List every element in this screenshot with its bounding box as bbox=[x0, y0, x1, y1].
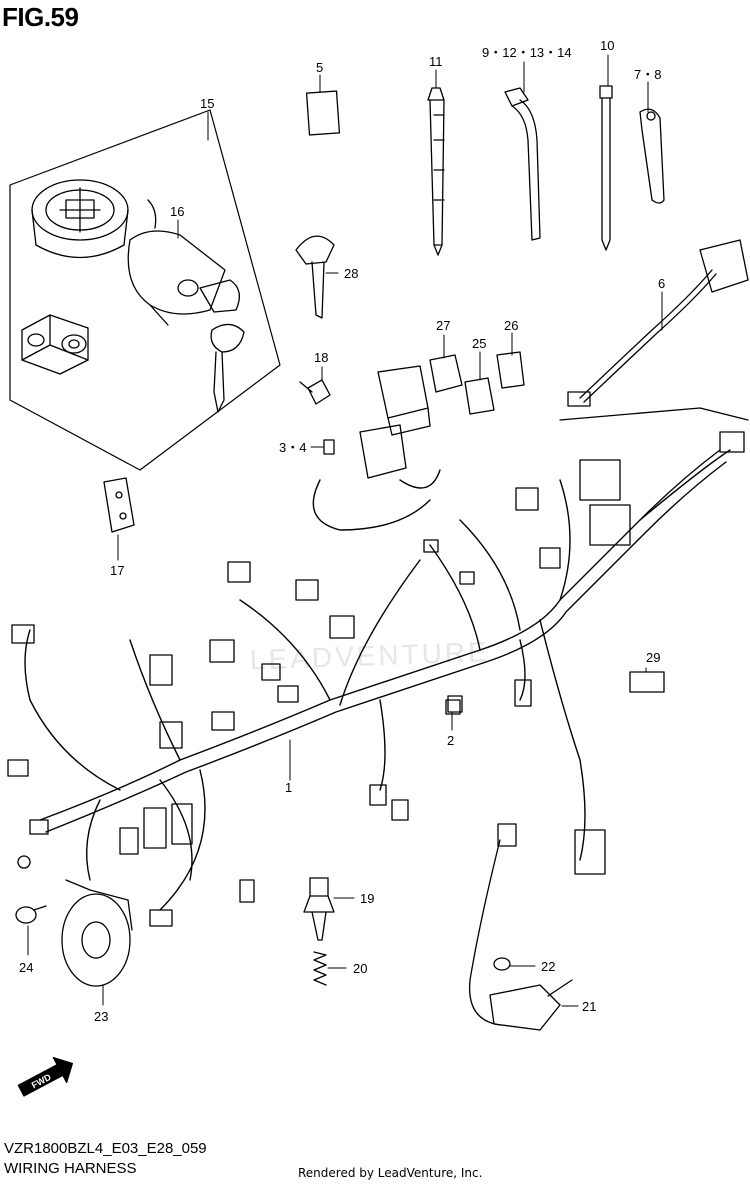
sub-harness-6 bbox=[567, 239, 749, 407]
key-28 bbox=[295, 235, 335, 319]
figure-name: WIRING HARNESS bbox=[4, 1160, 137, 1177]
callout-27: 27 bbox=[436, 318, 450, 333]
callout-19: 19 bbox=[360, 891, 374, 906]
ignition-switch-kit-box bbox=[9, 109, 281, 471]
callout-1: 1 bbox=[285, 780, 292, 795]
watermark-text: LEADVENTURE bbox=[249, 636, 490, 675]
bracket-17 bbox=[103, 477, 135, 533]
band-7-8 bbox=[639, 108, 665, 204]
rendered-by: Rendered by LeadVenture, Inc. bbox=[298, 1166, 483, 1180]
callout-16: 16 bbox=[170, 204, 184, 219]
harness-connectors bbox=[7, 431, 745, 927]
leader-lines bbox=[27, 54, 663, 1007]
callout-7-8: 7・8 bbox=[634, 67, 661, 82]
coupler-2 bbox=[445, 699, 461, 715]
callout-6: 6 bbox=[658, 276, 665, 291]
callout-15: 15 bbox=[200, 96, 214, 111]
model-code: VZR1800BZL4_E03_E28_059 bbox=[4, 1140, 207, 1157]
callout-29: 29 bbox=[646, 650, 660, 665]
sensor-21 bbox=[468, 823, 573, 1031]
label-plate bbox=[305, 90, 341, 136]
ignition-cover-ring bbox=[31, 179, 129, 259]
fuse-box bbox=[359, 365, 431, 479]
callouts: 1 2 3・4 5 6 7・8 9・12・13・14 10 11 15 16 1… bbox=[19, 38, 665, 1024]
callout-18: 18 bbox=[314, 350, 328, 365]
switch-19 bbox=[303, 877, 335, 941]
clamp-9 bbox=[504, 87, 541, 241]
callout-24: 24 bbox=[19, 960, 33, 975]
fuse bbox=[323, 439, 335, 455]
label-29 bbox=[629, 671, 665, 693]
callout-17: 17 bbox=[110, 563, 124, 578]
callout-25: 25 bbox=[472, 336, 486, 351]
spring-20 bbox=[313, 951, 327, 986]
cable-tie-10 bbox=[599, 85, 613, 251]
callout-26: 26 bbox=[504, 318, 518, 333]
relays bbox=[429, 351, 525, 415]
horn bbox=[61, 879, 133, 987]
callout-21: 21 bbox=[582, 999, 596, 1014]
fwd-arrow-icon: FWD bbox=[17, 1057, 74, 1097]
callout-9-12-13-14: 9・12・13・14 bbox=[482, 45, 572, 60]
callout-28: 28 bbox=[344, 266, 358, 281]
callout-11: 11 bbox=[429, 54, 443, 69]
divider-line bbox=[559, 407, 749, 421]
clamp-11 bbox=[427, 87, 445, 256]
lock-bracket bbox=[21, 314, 89, 375]
callout-23: 23 bbox=[94, 1009, 108, 1024]
figure-title: FIG.59 bbox=[2, 2, 79, 32]
callout-2: 2 bbox=[447, 733, 454, 748]
ignition-switch bbox=[127, 199, 245, 413]
main-harness bbox=[24, 449, 731, 911]
bolt-22 bbox=[493, 957, 511, 971]
bolt-24 bbox=[15, 905, 47, 924]
callout-22: 22 bbox=[541, 959, 555, 974]
callout-5: 5 bbox=[316, 60, 323, 75]
callout-3-4: 3・4 bbox=[279, 440, 306, 455]
callout-20: 20 bbox=[353, 961, 367, 976]
callout-10: 10 bbox=[600, 38, 614, 53]
bolt-18 bbox=[299, 379, 331, 405]
